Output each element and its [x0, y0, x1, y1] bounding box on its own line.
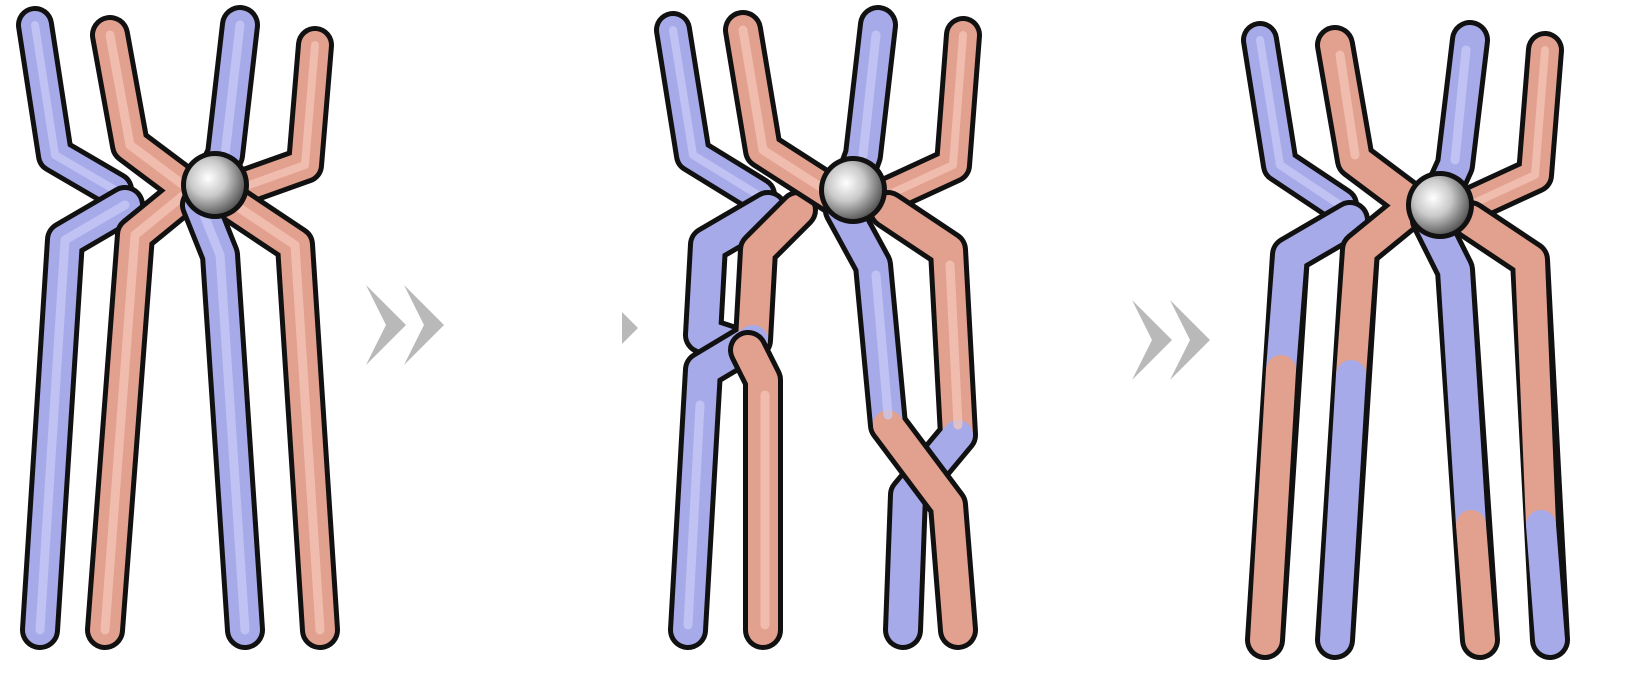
double-chevron-right-icon	[366, 285, 444, 365]
chromosome-pair-before	[35, 25, 320, 630]
chromosome-pair-crossing-over	[673, 25, 963, 630]
partial-chevron-icon	[622, 312, 638, 344]
chromosome-pair-after	[1260, 40, 1550, 640]
double-chevron-right-icon	[1132, 300, 1210, 380]
